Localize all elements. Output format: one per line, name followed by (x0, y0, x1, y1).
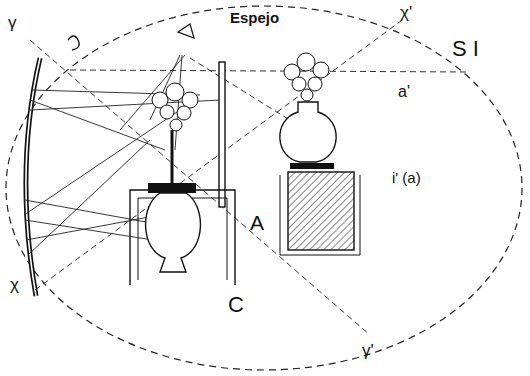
pedestal-bracket (280, 175, 360, 255)
image-label: i' (a) (392, 170, 421, 185)
point-label: χ' (400, 4, 412, 21)
part-label: C (228, 294, 244, 316)
image-label: a' (398, 84, 410, 100)
image-flowers (284, 53, 329, 101)
screen-bar (219, 62, 225, 207)
vase-top (148, 183, 196, 193)
system-label: S I (452, 38, 479, 60)
part-label: A (250, 212, 264, 233)
point-label: γ (8, 14, 17, 31)
concave-mirror-core (26, 58, 40, 296)
mirror-symbol (68, 36, 79, 50)
point-label: χ (10, 276, 19, 293)
field-ellipse (6, 6, 522, 370)
hidden-box (130, 190, 235, 285)
construction-lines (30, 18, 470, 335)
image-vase (280, 102, 336, 162)
flower-stem (171, 130, 174, 183)
concave-mirror (26, 58, 40, 296)
point-label: γ' (362, 342, 374, 359)
real-vase (146, 193, 201, 272)
eye-symbol (178, 24, 194, 38)
vase-base (290, 163, 334, 169)
real-flowers (152, 83, 198, 131)
pedestal (288, 172, 354, 250)
mirror-label: Espejo (228, 10, 281, 25)
